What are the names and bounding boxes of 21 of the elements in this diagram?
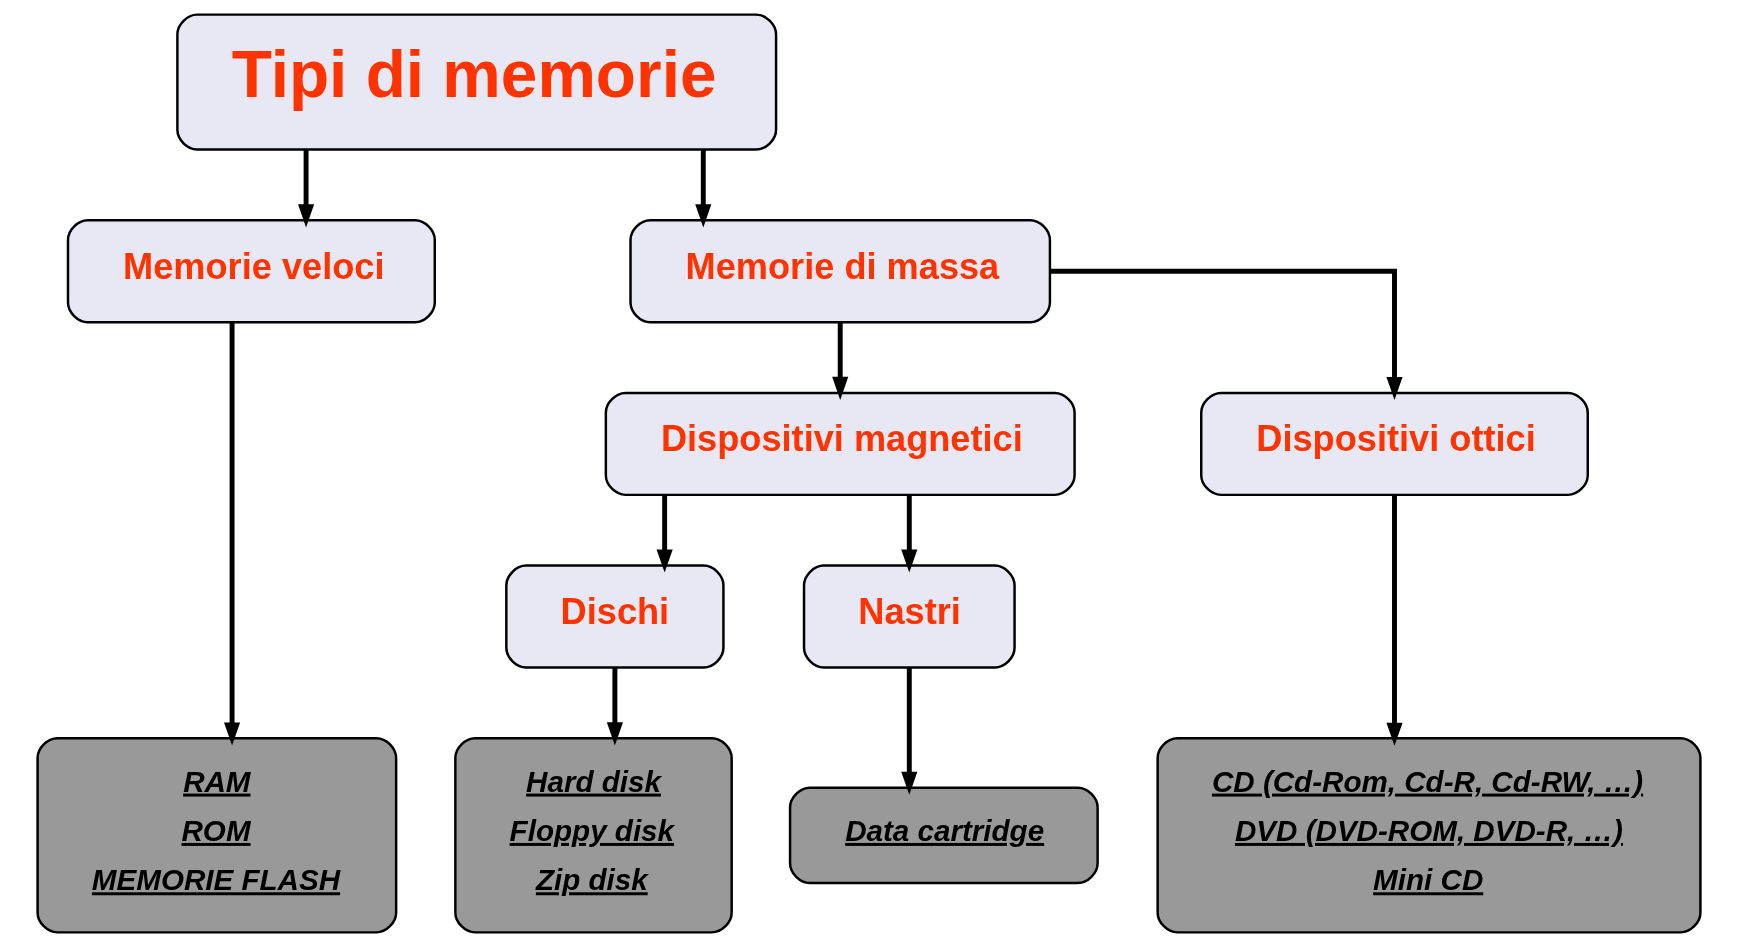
node-box: Dispositivi magnetici	[604, 391, 1076, 497]
node-box: Nastri	[802, 564, 1016, 669]
node-box: Memorie veloci	[66, 218, 436, 324]
arrow	[1050, 268, 1403, 400]
node-box: RAM ROM MEMORIE FLASH	[35, 737, 397, 934]
node-box: Dispositivi ottici	[1199, 391, 1589, 497]
arrow	[831, 322, 848, 400]
node-box: Memorie di massa	[628, 218, 1051, 324]
arrow	[656, 495, 673, 573]
node-box: Dischi	[504, 564, 725, 669]
arrow	[223, 322, 240, 746]
arrow	[1385, 495, 1403, 746]
node-box: CD (Cd-Rom, Cd-R, Cd-RW, …) DVD (DVD-ROM, DVD-R, …) Mini CD	[1155, 737, 1702, 934]
node-box: Hard disk Floppy disk Zip disk	[453, 737, 733, 934]
node-box: Data cartridge	[788, 786, 1099, 885]
arrow	[694, 149, 711, 228]
arrow	[297, 149, 314, 228]
arrow	[900, 667, 917, 795]
node-box: Tipi di memorie	[175, 13, 777, 151]
arrow	[900, 495, 917, 573]
arrow	[606, 667, 623, 746]
